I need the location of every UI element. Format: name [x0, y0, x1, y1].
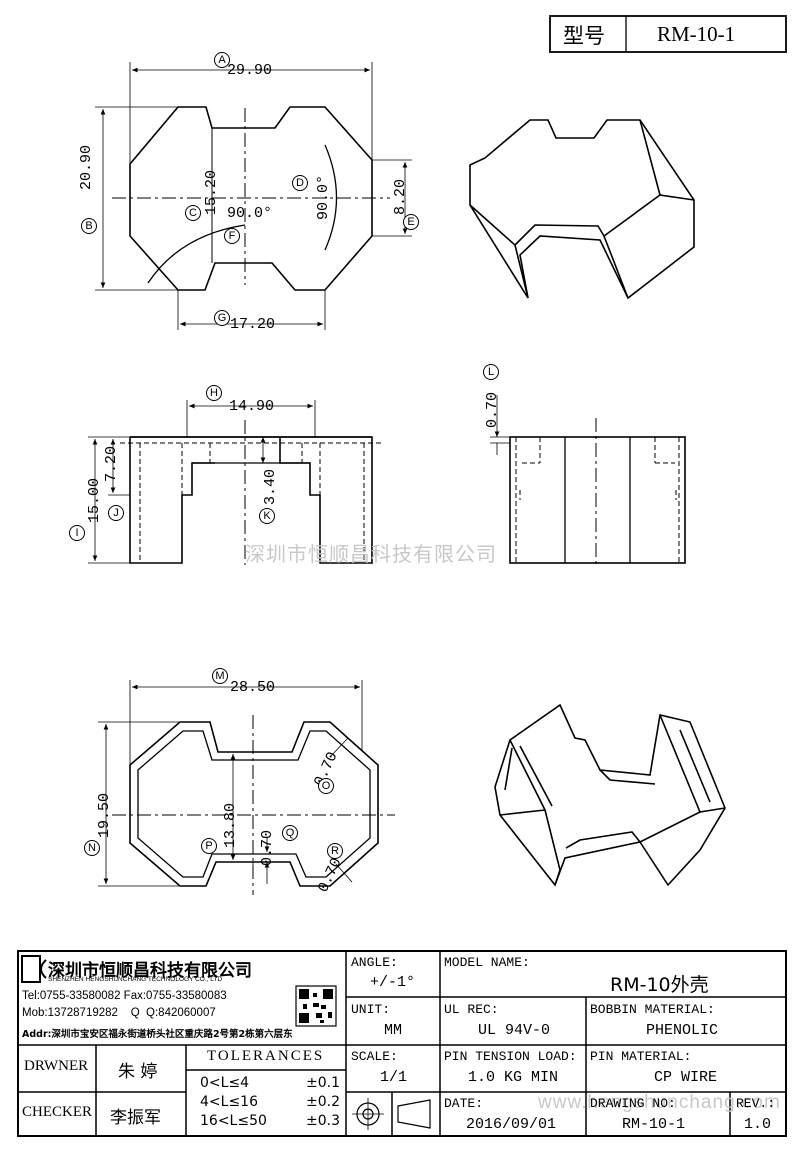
pin-tension-label: PIN TENSION LOAD:	[444, 1049, 577, 1064]
tolerance-row: 16<L≤50 ±0.3	[200, 1112, 340, 1131]
tolerance-row: 0<L≤4 ±0.1	[200, 1074, 340, 1093]
dim-j: 7.20	[103, 445, 120, 482]
marker-a: A	[214, 52, 230, 68]
dim-a: 29.90	[227, 62, 273, 79]
checker-label: CHECKER	[22, 1104, 93, 1120]
qr-code	[295, 985, 337, 1027]
company-tel-fax: Tel:0755-33580082 Fax:0755-33580083	[22, 990, 227, 1002]
bottom-view	[98, 680, 395, 895]
tolerances-label: TOLERANCES	[207, 1048, 325, 1064]
model-value: RM-10外壳	[610, 974, 709, 996]
top-view	[95, 62, 412, 330]
type-box	[549, 15, 787, 53]
dim-f: 90.0°	[227, 205, 273, 222]
tolerance-value: ±0.3	[306, 1113, 340, 1129]
projection-symbol	[352, 1098, 431, 1130]
dim-h: 14.90	[229, 398, 275, 415]
angle-label: ANGLE:	[351, 955, 398, 970]
ul-label: UL REC:	[444, 1002, 499, 1017]
rev-label: REV.:	[736, 1096, 776, 1111]
marker-i: I	[69, 525, 85, 541]
dim-i: 15.00	[86, 477, 103, 523]
model-label: MODEL NAME:	[444, 955, 530, 970]
marker-n: N	[84, 840, 100, 856]
dim-q: 0.70	[259, 829, 276, 866]
marker-l: L	[483, 364, 499, 380]
marker-m: M	[212, 668, 228, 684]
ul-value: UL 94V-0	[478, 1022, 551, 1039]
tolerance-range: 16<L≤50	[200, 1113, 267, 1129]
marker-k: K	[259, 508, 275, 524]
drawing-no-label: DRAWING NO:	[590, 1096, 676, 1111]
marker-c: C	[185, 205, 201, 221]
type-label: 型号	[563, 24, 605, 48]
pin-tension-value: 1.0 KG MIN	[468, 1069, 559, 1086]
bobbin-value: PHENOLIC	[646, 1022, 719, 1039]
dim-m: 28.50	[230, 679, 276, 696]
marker-g: G	[214, 310, 230, 326]
drawer-value: 朱 婷	[118, 1062, 158, 1082]
tolerance-row: 4<L≤16 ±0.2	[200, 1093, 340, 1112]
pin-material-value: CP WIRE	[654, 1069, 718, 1086]
drawer-label: DRWNER	[24, 1058, 89, 1074]
front-view	[88, 400, 382, 565]
watermark-url: www.hengshunchang.com	[538, 1092, 781, 1113]
tolerance-value: ±0.1	[306, 1075, 340, 1091]
angle-value: +/-1°	[370, 974, 416, 991]
unit-label: UNIT:	[351, 1002, 391, 1017]
side-view	[490, 395, 686, 565]
dim-e: 8.20	[392, 178, 409, 215]
marker-q: Q	[282, 825, 298, 841]
checker-value: 李振军	[110, 1108, 161, 1128]
dim-n: 19.50	[96, 792, 113, 838]
dim-b: 20.90	[78, 144, 95, 190]
dim-d: 90.0°	[315, 174, 332, 220]
marker-f: F	[224, 228, 240, 244]
marker-r: R	[327, 843, 343, 859]
company-name-cn: 深圳市恒顺昌科技有限公司	[48, 961, 252, 981]
company-address: Addr:深圳市宝安区福永街道桥头社区重庆路2号第2栋第六层东	[22, 1029, 293, 1040]
company-mob-qq: Mob:13728719282 Q Q:842060007	[22, 1007, 216, 1019]
company-name-en: SHENZHEN HENGSHUNCHANG TECHNOLOGY CO., L…	[48, 976, 223, 983]
scale-value: 1/1	[380, 1069, 408, 1086]
type-value: RM-10-1	[657, 22, 736, 46]
marker-h: H	[206, 385, 222, 401]
dim-p: 13.80	[222, 802, 239, 848]
dim-l: 0.70	[484, 391, 501, 428]
drawing-no-value: RM-10-1	[622, 1116, 686, 1133]
isometric-view-bottom	[494, 703, 726, 887]
marker-d: D	[292, 175, 308, 191]
title-block-grid	[17, 950, 787, 1137]
marker-e: E	[403, 214, 419, 230]
date-label: DATE:	[444, 1096, 484, 1111]
marker-p: P	[201, 838, 217, 854]
watermark: 深圳市恒顺昌科技有限公司	[245, 542, 497, 566]
dim-g: 17.20	[230, 316, 276, 333]
dim-k: 3.40	[262, 468, 279, 505]
marker-j: J	[108, 505, 124, 521]
dim-c: 15.20	[203, 169, 220, 215]
company-logo	[21, 955, 47, 983]
date-value: 2016/09/01	[466, 1116, 557, 1133]
scale-label: SCALE:	[351, 1049, 398, 1064]
unit-value: MM	[384, 1022, 403, 1039]
tolerance-value: ±0.2	[306, 1094, 340, 1110]
marker-b: B	[81, 218, 97, 234]
rev-value: 1.0	[744, 1116, 772, 1133]
bobbin-label: BOBBIN MATERIAL:	[590, 1002, 715, 1017]
tolerance-range: 4<L≤16	[200, 1094, 258, 1110]
tolerance-range: 0<L≤4	[200, 1075, 250, 1091]
marker-o: O	[318, 778, 334, 794]
tolerance-table: 0<L≤4 ±0.1 4<L≤16 ±0.2 16<L≤50 ±0.3	[200, 1074, 340, 1131]
pin-material-label: PIN MATERIAL:	[590, 1049, 692, 1064]
isometric-view-top	[469, 119, 695, 300]
